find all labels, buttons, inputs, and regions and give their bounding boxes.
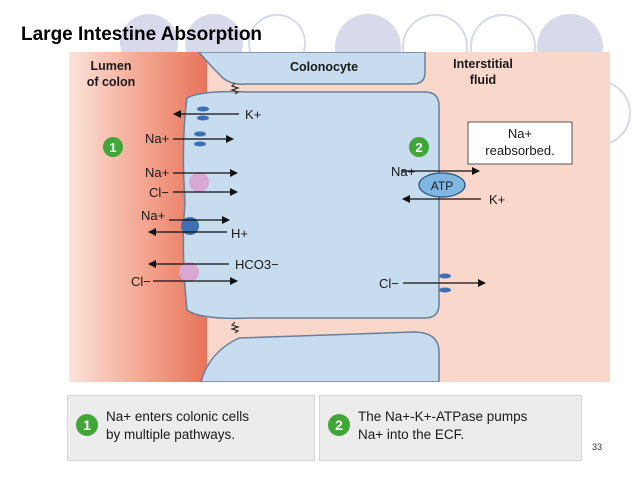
step-2-number: 2 [415, 140, 422, 155]
na-uptake-label: Na+ [145, 131, 169, 146]
step-2-legend: 2 The Na+-K+-ATPase pumps Na+ into the E… [319, 395, 582, 461]
step-1-legend: 1 Na+ enters colonic cells by multiple p… [67, 395, 315, 461]
tight-junction-bottom [230, 321, 240, 334]
k-pump-label: K+ [489, 192, 505, 207]
interstitial-label-line2: fluid [470, 73, 496, 87]
step-2-legend-text: The Na+-K+-ATPase pumps Na+ into the ECF… [358, 408, 527, 444]
lumen-label-line1: Lumen [91, 59, 132, 73]
colonocyte-label: Colonocyte [290, 60, 358, 74]
step-2-marker [409, 137, 429, 157]
step-1-marker [103, 137, 123, 157]
na-h-exchanger [181, 217, 199, 235]
absorption-figure: Lumen of colon Colonocyte Interstitial f… [69, 52, 610, 382]
atp-label: ATP [431, 179, 453, 193]
hco3-secretion-label: HCO3− [235, 257, 279, 272]
lumen-label-line2: of colon [87, 75, 136, 89]
absorption-diagram: Lumen of colon Colonocyte Interstitial f… [69, 52, 610, 382]
k-secretion-label: K+ [245, 107, 261, 122]
callout-line2: reabsorbed. [485, 143, 554, 158]
h-secretion-label: H+ [231, 226, 248, 241]
cl-exchange-label: Cl− [131, 274, 151, 289]
adjacent-cell-top [198, 52, 426, 86]
cl-hco3-exchanger [179, 262, 199, 282]
reabsorbed-callout [467, 121, 573, 165]
step-1-line2: by multiple pathways. [106, 427, 236, 442]
step-1-line1: Na+ enters colonic cells [106, 409, 249, 424]
na-exchange-label: Na+ [141, 208, 165, 223]
slide-title: Large Intestine Absorption [21, 24, 263, 45]
na-k-atpase [418, 172, 466, 198]
interstitial-label-line1: Interstitial [453, 57, 513, 71]
na-cotransport-label: Na+ [145, 165, 169, 180]
colonocyte-cell [182, 90, 440, 320]
basolateral-cl-channel [439, 273, 451, 293]
page-number: 33 [592, 442, 603, 452]
step-2-line1: The Na+-K+-ATPase pumps [358, 409, 528, 424]
adjacent-cell-bottom [200, 331, 440, 382]
tight-junction-top [230, 82, 240, 95]
step-1-legend-text: Na+ enters colonic cells by multiple pat… [106, 408, 249, 444]
step-2-legend-number: 2 [328, 414, 350, 436]
step-1-number: 1 [109, 140, 116, 155]
cl-cotransport-label: Cl− [149, 185, 169, 200]
apical-k-channel [197, 106, 209, 121]
apical-na-channel [194, 131, 206, 147]
step-2-line2: Na+ into the ECF. [358, 427, 465, 442]
step-1-legend-number: 1 [76, 414, 98, 436]
cl-exit-label: Cl− [379, 276, 399, 291]
callout-line1: Na+ [508, 126, 532, 141]
na-pump-label: Na+ [391, 164, 415, 179]
na-cl-symporter [189, 172, 209, 192]
